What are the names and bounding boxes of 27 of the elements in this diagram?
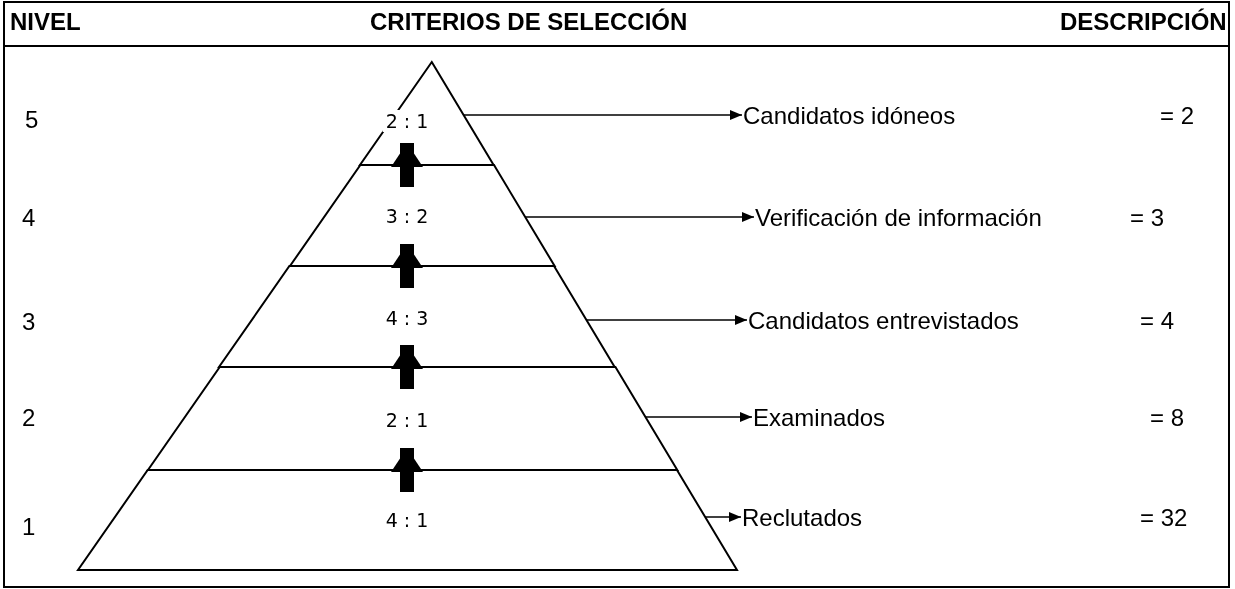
arrow	[644, 412, 753, 422]
arrow	[463, 110, 743, 120]
header-text: DESCRIPCIÓN	[1060, 8, 1227, 36]
count-text: = 4	[1140, 307, 1175, 335]
block-arrow	[391, 448, 423, 492]
block-arrow	[391, 345, 423, 389]
level-number: 2	[22, 404, 36, 432]
arrow	[704, 512, 742, 522]
description-text: Candidatos idóneos	[743, 102, 956, 130]
header-text: NIVEL	[10, 8, 81, 36]
count-text: = 3	[1130, 204, 1165, 232]
arrow	[586, 315, 748, 325]
arrow	[524, 212, 755, 222]
description-text: Verificación de información	[755, 204, 1042, 232]
count-text: = 8	[1150, 404, 1185, 432]
description-text: Examinados	[753, 404, 886, 432]
level-number: 1	[22, 513, 36, 541]
count-text: = 32	[1140, 504, 1188, 532]
description-text: Candidatos entrevistados	[748, 307, 1019, 335]
level-number: 4	[22, 204, 36, 232]
count-text: = 2	[1160, 102, 1195, 130]
header-text: CRITERIOS DE SELECCIÓN	[370, 8, 688, 36]
description-text: Reclutados	[742, 504, 863, 532]
block-arrow	[391, 143, 423, 187]
level-number: 3	[22, 308, 36, 336]
level-number: 5	[25, 106, 39, 134]
block-arrow	[391, 244, 423, 288]
